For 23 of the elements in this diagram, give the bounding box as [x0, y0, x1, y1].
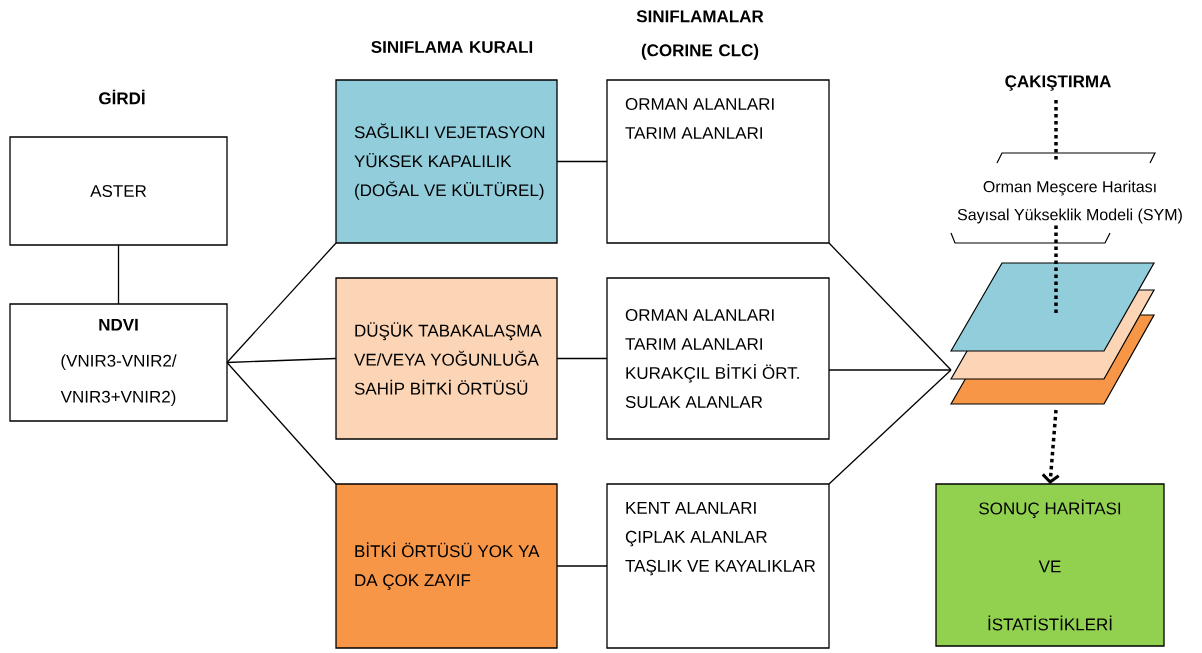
column-heading: SINIFLAMA KURALI: [371, 41, 533, 53]
connector-line: [828, 369, 952, 371]
column-heading: ÇAKIŞTIRMA: [1005, 75, 1111, 91]
arrow: [1041, 409, 1060, 484]
connector-line: [1054, 225, 1058, 313]
connector-line: [828, 369, 952, 485]
connector-line: [226, 242, 337, 364]
result-box: SONUÇ HARİTASI VE İSTATİSTİKLERİ: [935, 483, 1165, 647]
connector-line: [556, 357, 608, 360]
input-box: NDVI (VNIR3-VNIR2/ VNIR3+VNIR2): [9, 303, 228, 422]
connector-line: [556, 565, 608, 567]
layer-list-text: Orman Meşcere Haritası Sayısal Yükseklik Modeli (SYM): [957, 180, 1182, 224]
connector-line: [226, 361, 337, 485]
class-box: ORMAN ALANLARI TARIM ALANLARI: [606, 79, 830, 244]
input-box: ASTER: [9, 136, 228, 246]
column-heading: SINIFLAMALAR (CORINE CLC): [636, 10, 764, 60]
connector-line: [828, 242, 952, 371]
column-heading: GİRDİ: [99, 89, 145, 105]
connector-line: [226, 357, 337, 364]
connector-line: [117, 244, 120, 305]
connector-line: [556, 160, 608, 163]
class-box: ORMAN ALANLARI TARIM ALANLARI KURAKÇIL BİTKİ ÖRT. SULAK ALANLAR: [606, 277, 830, 440]
class-box: KENT ALANLARI ÇIPLAK ALANLAR TAŞLIK VE KAYALIKLAR: [606, 483, 830, 649]
